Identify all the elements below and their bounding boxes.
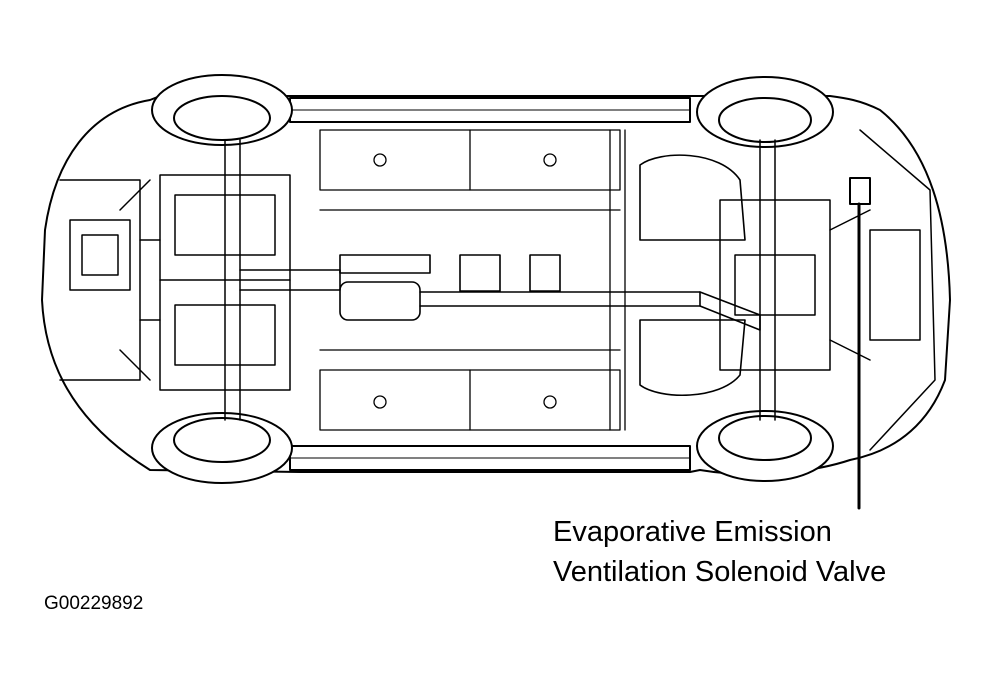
callout-line-1: Evaporative Emission <box>553 516 832 548</box>
figure-id: G00229892 <box>44 593 144 614</box>
exhaust-system <box>239 254 761 331</box>
evap-solenoid-valve <box>849 177 871 205</box>
catalytic-converter <box>339 281 421 321</box>
front-right-wheel <box>151 412 293 484</box>
floor-pan <box>319 129 626 431</box>
rear-suspension <box>719 139 921 421</box>
fuel-tank <box>639 154 746 397</box>
component-callout: Evaporative Emission Ventilation Solenoi… <box>553 512 886 592</box>
rear-left-wheel <box>696 76 834 148</box>
front-subframe <box>69 139 291 421</box>
vehicle-body-outline <box>41 95 951 476</box>
front-left-wheel <box>151 74 293 146</box>
callout-line-2: Ventilation Solenoid Valve <box>553 556 887 588</box>
rear-right-wheel <box>696 410 834 482</box>
